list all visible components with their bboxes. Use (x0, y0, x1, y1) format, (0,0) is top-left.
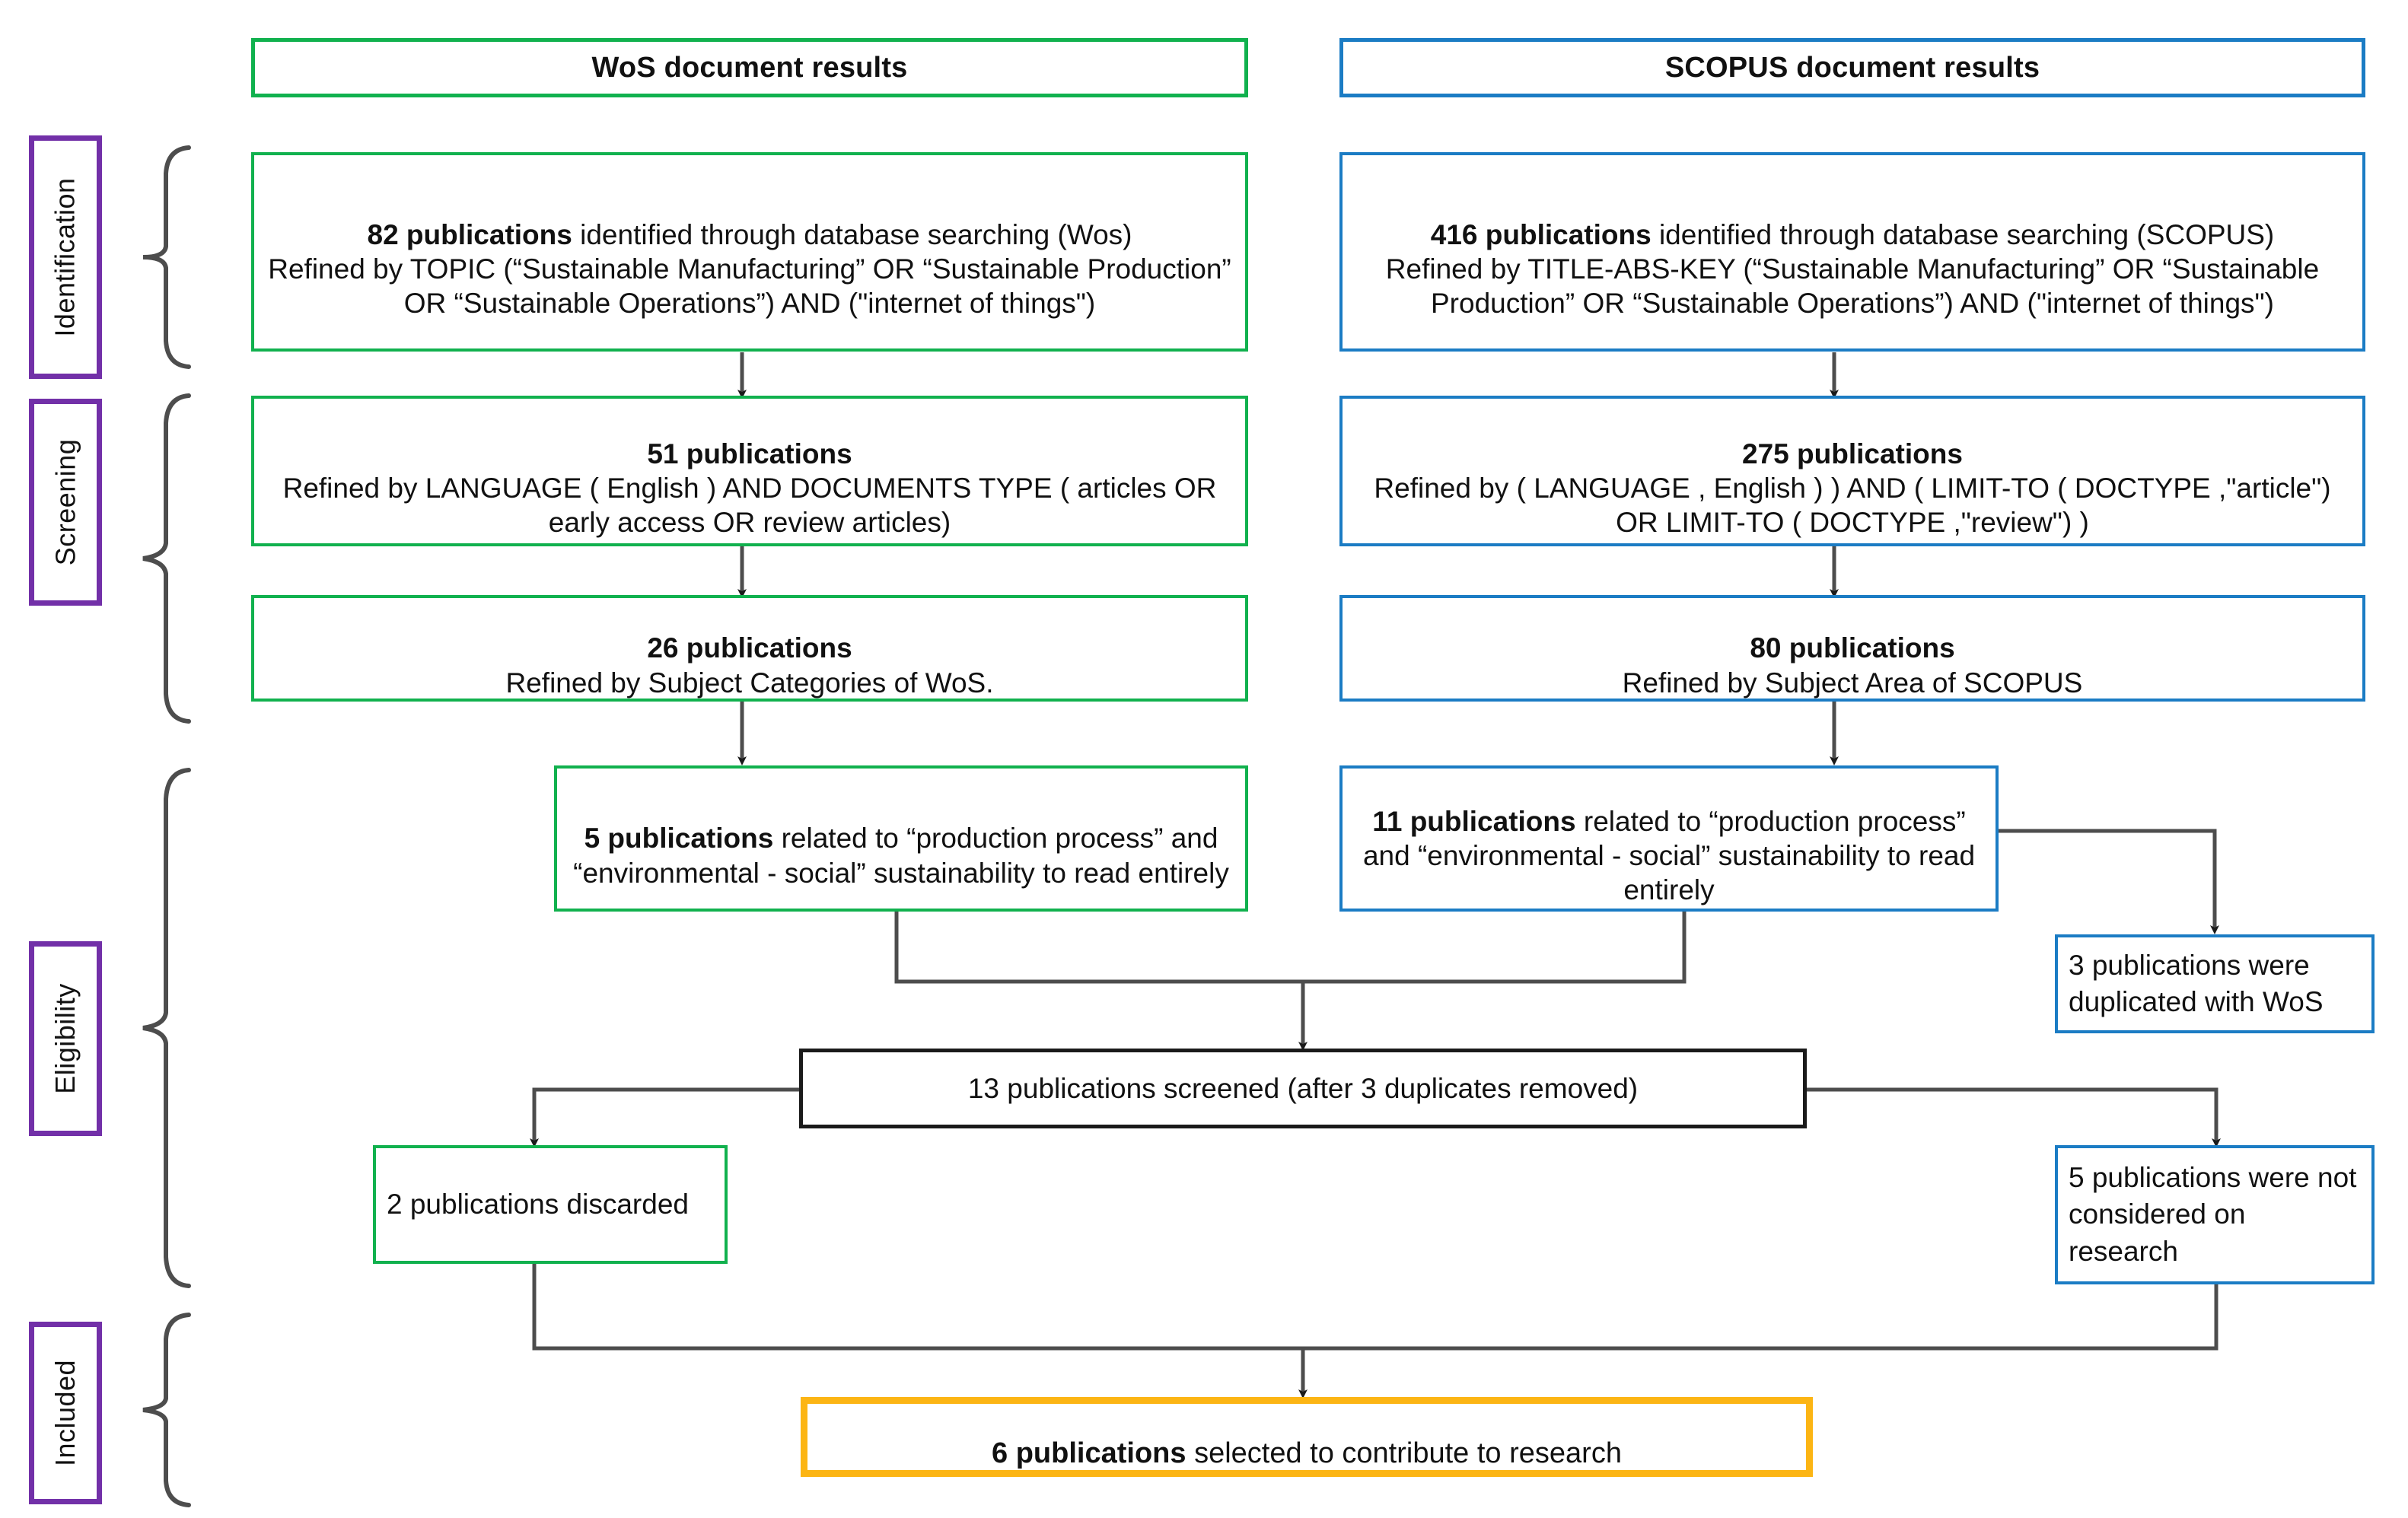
stage-label-included-text: Included (49, 1359, 81, 1467)
brace-included (142, 1313, 191, 1507)
scopus-eligibility-count: 11 publications (1372, 805, 1576, 837)
scopus-screening-1-box: 275 publications Refined by ( LANGUAGE ,… (1339, 396, 2365, 546)
final-included-text: 6 publications selected to contribute to… (807, 1405, 1806, 1470)
scopus-identification-text: 416 publications identified through data… (1343, 183, 2362, 321)
scopus-screening-2-box: 80 publications Refined by Subject Area … (1339, 595, 2365, 702)
wos-screening-1-box: 51 publications Refined by LANGUAGE ( En… (251, 396, 1248, 546)
wos-screening-1-rest: Refined by LANGUAGE ( English ) AND DOCU… (282, 473, 1217, 539)
brace-screening (142, 393, 191, 724)
scopus-screening-1-text: 275 publications Refined by ( LANGUAGE ,… (1343, 403, 2362, 540)
scopus-not-considered-text: 5 publications were not considered on re… (2069, 1162, 2357, 1267)
stage-label-screening-text: Screening (49, 438, 81, 566)
scopus-eligibility-box: 11 publications related to “production p… (1339, 765, 1999, 912)
header-box-wos: WoS document results (251, 38, 1248, 97)
final-included-count: 6 publications (992, 1437, 1186, 1469)
wos-screening-2-count: 26 publications (647, 632, 852, 664)
wos-eligibility-rest: related to “production process” and “env… (573, 823, 1229, 889)
scopus-screening-2-count: 80 publications (1750, 632, 1955, 664)
merged-screened-box: 13 publications screened (after 3 duplic… (799, 1049, 1807, 1128)
final-included-box: 6 publications selected to contribute to… (801, 1397, 1813, 1477)
wos-screening-2-box: 26 publications Refined by Subject Categ… (251, 595, 1248, 702)
wos-identification-text: 82 publications identified through datab… (254, 183, 1245, 321)
scopus-duplicated-text: 3 publications were duplicated with WoS (2069, 949, 2324, 1017)
header-scopus-label: SCOPUS document results (1664, 51, 2040, 84)
wos-screening-1-text: 51 publications Refined by LANGUAGE ( En… (254, 403, 1245, 540)
wos-identification-rest: identified through database searching (W… (268, 218, 1231, 320)
wos-discarded-text: 2 publications discarded (387, 1188, 689, 1220)
stage-label-eligibility: Eligibility (29, 941, 102, 1136)
wos-eligibility-count: 5 publications (584, 823, 774, 854)
stage-label-identification: Identification (29, 135, 102, 379)
scopus-screening-1-rest: Refined by ( LANGUAGE , English ) ) AND … (1374, 473, 2331, 539)
brace-eligibility (142, 768, 191, 1288)
merged-screened-text: 13 publications screened (after 3 duplic… (967, 1072, 1639, 1104)
header-wos-label: WoS document results (591, 51, 908, 84)
stage-label-identification-text: Identification (49, 177, 81, 337)
wos-eligibility-box: 5 publications related to “production pr… (554, 765, 1248, 912)
header-box-scopus: SCOPUS document results (1339, 38, 2365, 97)
scopus-not-considered-box: 5 publications were not considered on re… (2055, 1145, 2375, 1284)
wos-eligibility-text: 5 publications related to “production pr… (557, 787, 1245, 889)
wos-discarded-box: 2 publications discarded (373, 1145, 728, 1264)
scopus-duplicated-box: 3 publications were duplicated with WoS (2055, 934, 2375, 1033)
brace-identification (142, 145, 191, 369)
scopus-screening-2-text: 80 publications Refined by Subject Area … (1343, 597, 2362, 699)
stage-label-screening: Screening (29, 399, 102, 606)
scopus-eligibility-text: 11 publications related to “production p… (1343, 770, 1996, 908)
wos-identification-count: 82 publications (367, 218, 572, 250)
scopus-eligibility-rest: related to “production process” and “env… (1362, 805, 1976, 906)
scopus-identification-count: 416 publications (1430, 218, 1652, 250)
scopus-screening-1-count: 275 publications (1742, 438, 1963, 469)
wos-screening-2-text: 26 publications Refined by Subject Categ… (254, 597, 1245, 699)
stage-label-included: Included (29, 1322, 102, 1504)
scopus-identification-box: 416 publications identified through data… (1339, 152, 2365, 352)
final-included-rest: selected to contribute to research (1186, 1437, 1622, 1469)
wos-screening-1-count: 51 publications (647, 438, 852, 469)
wos-screening-2-rest: Refined by Subject Categories of WoS. (505, 667, 994, 699)
scopus-identification-rest: identified through database searching (S… (1385, 218, 2320, 320)
scopus-screening-2-rest: Refined by Subject Area of SCOPUS (1622, 667, 2083, 699)
stage-label-eligibility-text: Eligibility (49, 983, 81, 1094)
wos-identification-box: 82 publications identified through datab… (251, 152, 1248, 352)
